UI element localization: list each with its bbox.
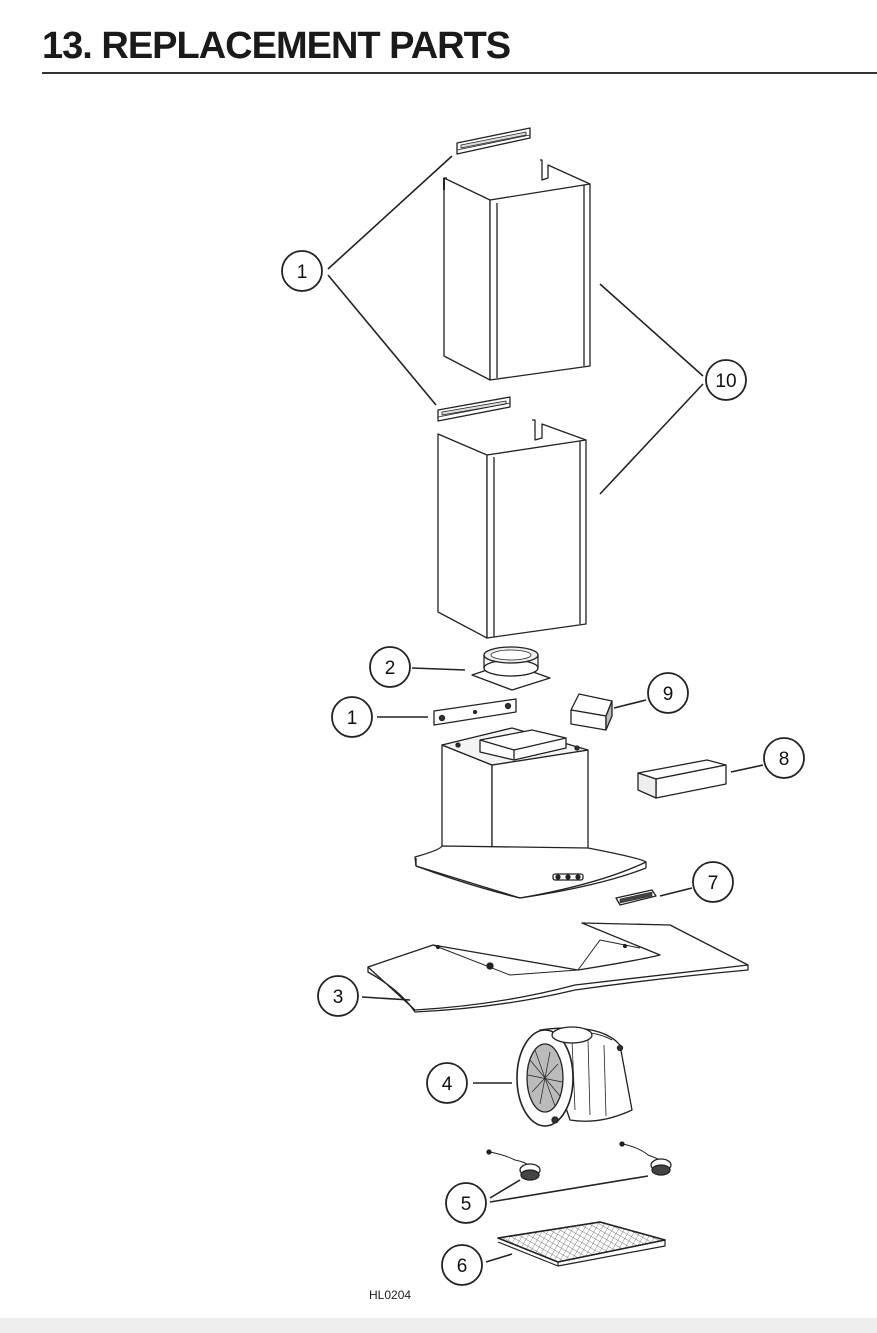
- callout-1-top: 1: [281, 250, 323, 292]
- drawing-code: HL0204: [369, 1288, 412, 1302]
- mesh-filter: [497, 1221, 666, 1267]
- callout-label: 3: [333, 987, 344, 1008]
- hood-bracket: [433, 698, 517, 726]
- callout-3: 3: [317, 975, 359, 1017]
- callout-label: 10: [715, 371, 736, 392]
- callout-1-bottom: 1: [331, 696, 373, 738]
- callout-label: 7: [708, 873, 719, 894]
- callout-label: 2: [385, 658, 396, 679]
- callout-5: 5: [445, 1182, 487, 1224]
- glass-canopy: [367, 922, 749, 1013]
- callout-label: 6: [457, 1256, 468, 1277]
- chimney-bracket-top: [456, 127, 531, 155]
- capacitor-box: [570, 693, 613, 731]
- page-title: 13. REPLACEMENT PARTS: [42, 25, 511, 67]
- page-bottom-band: [0, 1318, 877, 1333]
- callout-label: 8: [779, 749, 790, 770]
- callout-label: 4: [442, 1074, 453, 1095]
- callout-4: 4: [426, 1062, 468, 1104]
- callout-label: 5: [461, 1194, 472, 1215]
- control-box: [637, 759, 727, 799]
- callouts: 1 10 2 9 1 8 7: [281, 250, 805, 1286]
- callout-2: 2: [369, 646, 411, 688]
- switch-bar: [615, 889, 657, 906]
- callout-label: 9: [663, 684, 674, 705]
- halogen-lights: [486, 1141, 672, 1181]
- callout-label: 1: [347, 708, 358, 729]
- callout-7: 7: [692, 861, 734, 903]
- chimney-lower: [437, 419, 587, 639]
- chimney-upper: [443, 159, 591, 381]
- callout-6: 6: [441, 1244, 483, 1286]
- callout-8: 8: [763, 737, 805, 779]
- title-rule: [42, 72, 877, 74]
- callout-10: 10: [705, 359, 747, 401]
- callout-label: 1: [297, 262, 308, 283]
- chimney-bracket-middle: [437, 396, 511, 422]
- hood-body: [414, 727, 647, 899]
- callout-9: 9: [647, 672, 689, 714]
- duct-collar: [471, 646, 551, 691]
- blower-motor: [516, 1026, 633, 1127]
- leader-lines: [327, 155, 764, 1263]
